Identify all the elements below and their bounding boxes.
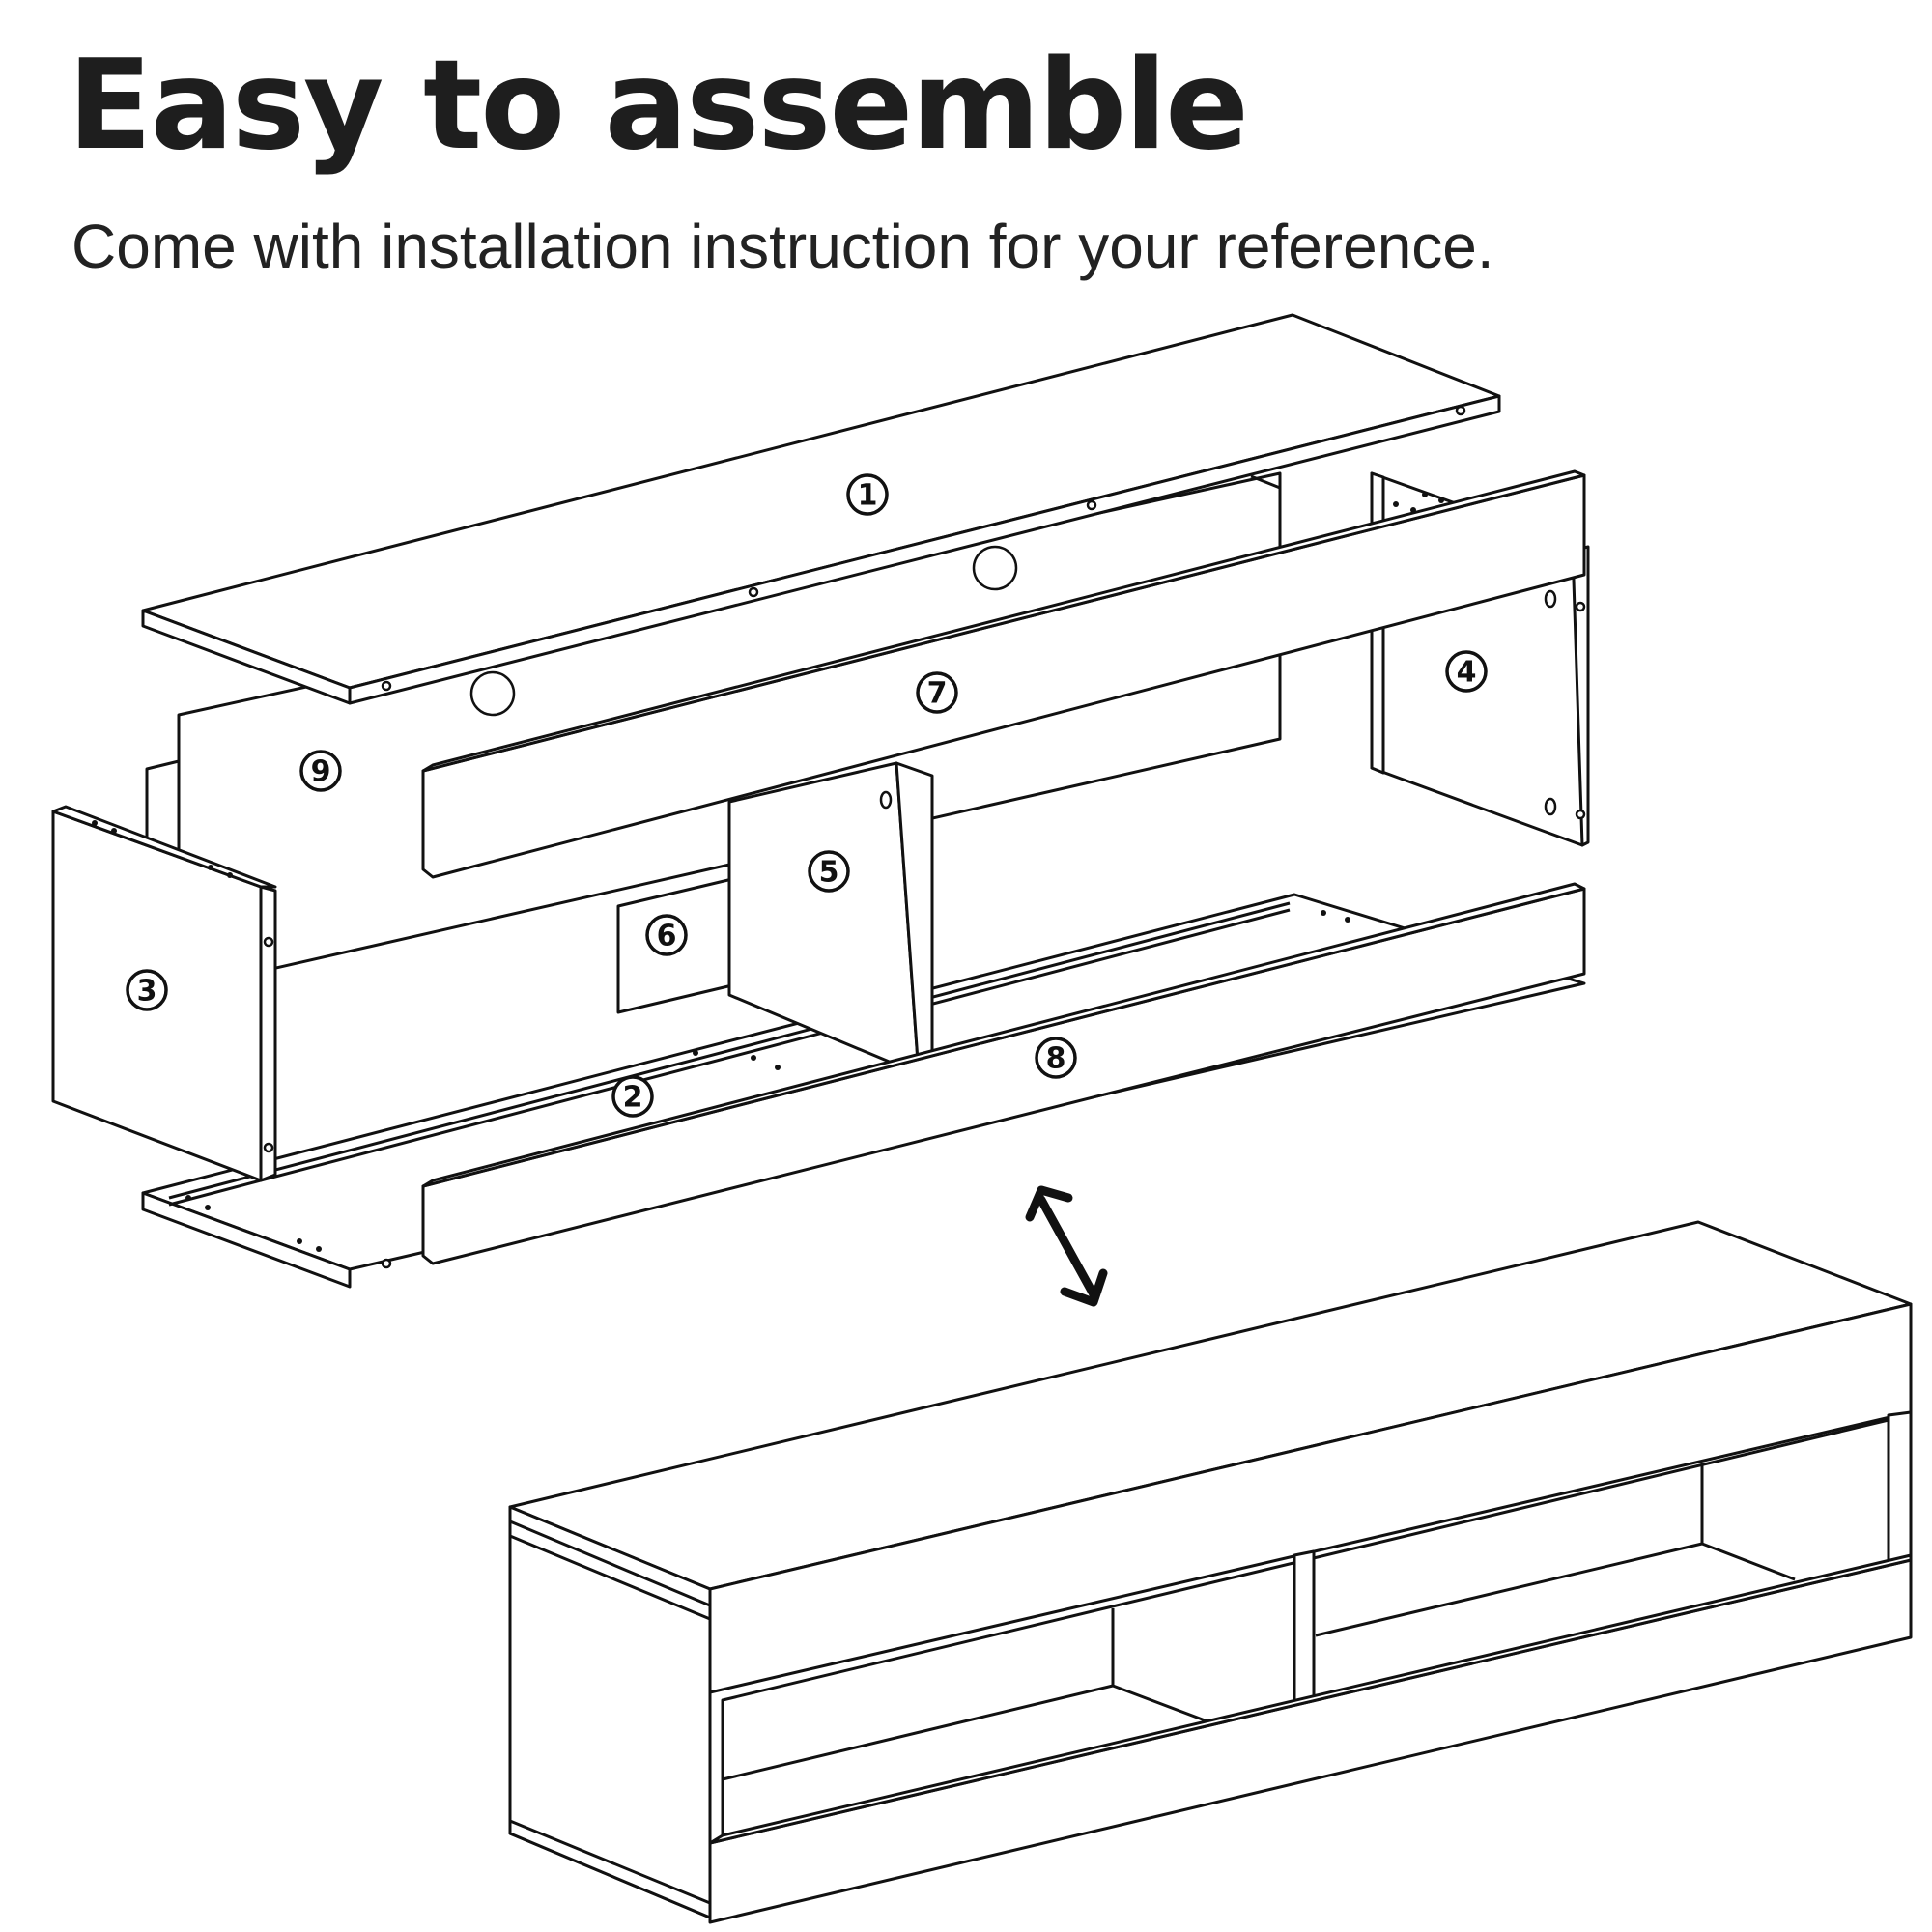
svg-text:8: 8	[1046, 1042, 1066, 1076]
part-upper-front-rail	[421, 469, 1586, 879]
double-arrow-icon	[1025, 1185, 1108, 1307]
part-label-3: 3	[126, 969, 168, 1011]
svg-text:3: 3	[137, 975, 157, 1009]
part-label-7: 7	[916, 671, 958, 714]
svg-text:9: 9	[311, 755, 331, 789]
part-top-panel	[141, 313, 1501, 717]
part-label-2: 2	[611, 1075, 654, 1118]
svg-text:7: 7	[927, 677, 948, 711]
assembled-tv-stand	[508, 1220, 1913, 1924]
part-label-1: 1	[846, 473, 889, 516]
svg-text:1: 1	[858, 479, 878, 513]
svg-text:6: 6	[657, 920, 677, 953]
svg-text:5: 5	[819, 856, 839, 890]
part-center-divider	[727, 761, 934, 1067]
part-lower-front-rail	[421, 882, 1586, 1265]
part-label-8: 8	[1035, 1037, 1077, 1079]
page-subtitle: Come with installation instruction for y…	[71, 212, 1494, 281]
svg-text:4: 4	[1457, 656, 1477, 690]
part-label-4: 4	[1445, 650, 1488, 693]
svg-text:2: 2	[623, 1081, 643, 1115]
part-label-5: 5	[808, 850, 850, 893]
part-label-9: 9	[299, 750, 342, 792]
part-label-6: 6	[645, 914, 688, 956]
page-title: Easy to assemble	[68, 34, 1249, 178]
